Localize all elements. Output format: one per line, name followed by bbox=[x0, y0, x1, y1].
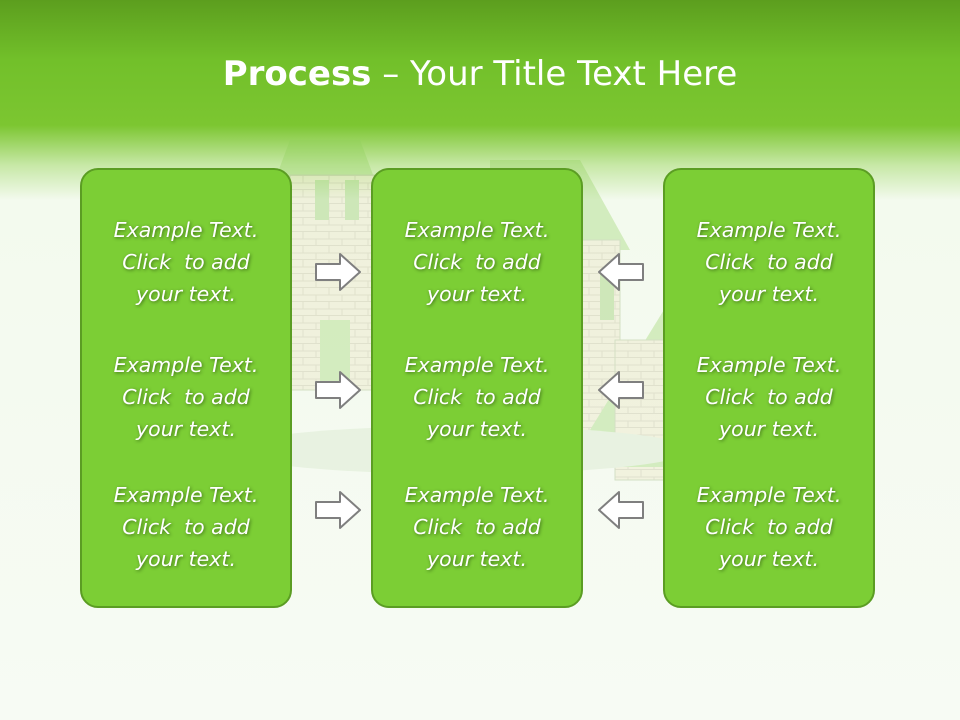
text-line: your text. bbox=[136, 547, 236, 571]
text-line: Click to add bbox=[122, 385, 250, 409]
right-arrow-icon bbox=[315, 491, 361, 529]
process-panel-right[interactable]: Example Text. Click to add your text. Ex… bbox=[663, 168, 875, 608]
right-arrow-icon bbox=[315, 371, 361, 409]
text-line: your text. bbox=[427, 417, 527, 441]
left-arrow-icon bbox=[598, 491, 644, 529]
text-line: Example Text. bbox=[404, 218, 550, 242]
text-line: your text. bbox=[719, 282, 819, 306]
text-line: Click to add bbox=[413, 250, 541, 274]
left-arrow-icon bbox=[598, 253, 644, 291]
text-line: Example Text. bbox=[696, 353, 842, 377]
text-line: Click to add bbox=[705, 250, 833, 274]
text-line: Example Text. bbox=[113, 483, 259, 507]
text-line: Example Text. bbox=[696, 218, 842, 242]
panel-text[interactable]: Example Text. Click to add your text. bbox=[82, 214, 290, 310]
text-line: your text. bbox=[427, 547, 527, 571]
panel-text[interactable]: Example Text. Click to add your text. bbox=[373, 479, 581, 575]
text-line: Click to add bbox=[413, 515, 541, 539]
text-line: Click to add bbox=[122, 515, 250, 539]
slide-title[interactable]: Process – Your Title Text Here bbox=[0, 52, 960, 96]
panel-text[interactable]: Example Text. Click to add your text. bbox=[82, 349, 290, 445]
text-line: your text. bbox=[719, 547, 819, 571]
text-line: your text. bbox=[136, 282, 236, 306]
text-line: your text. bbox=[427, 282, 527, 306]
left-arrow-icon bbox=[598, 371, 644, 409]
panel-text[interactable]: Example Text. Click to add your text. bbox=[665, 349, 873, 445]
text-line: Click to add bbox=[413, 385, 541, 409]
text-line: Example Text. bbox=[404, 483, 550, 507]
text-line: Click to add bbox=[122, 250, 250, 274]
panel-text[interactable]: Example Text. Click to add your text. bbox=[665, 214, 873, 310]
text-line: Example Text. bbox=[113, 218, 259, 242]
panel-text[interactable]: Example Text. Click to add your text. bbox=[82, 479, 290, 575]
right-arrow-icon bbox=[315, 253, 361, 291]
text-line: Example Text. bbox=[696, 483, 842, 507]
process-panel-left[interactable]: Example Text. Click to add your text. Ex… bbox=[80, 168, 292, 608]
text-line: Example Text. bbox=[404, 353, 550, 377]
text-line: Example Text. bbox=[113, 353, 259, 377]
text-line: your text. bbox=[719, 417, 819, 441]
text-line: Click to add bbox=[705, 385, 833, 409]
text-line: Click to add bbox=[705, 515, 833, 539]
text-line: your text. bbox=[136, 417, 236, 441]
panel-text[interactable]: Example Text. Click to add your text. bbox=[373, 214, 581, 310]
title-bold: Process bbox=[222, 54, 372, 94]
process-panel-center[interactable]: Example Text. Click to add your text. Ex… bbox=[371, 168, 583, 608]
panel-text[interactable]: Example Text. Click to add your text. bbox=[665, 479, 873, 575]
panel-text[interactable]: Example Text. Click to add your text. bbox=[373, 349, 581, 445]
title-rest: – Your Title Text Here bbox=[371, 54, 738, 94]
